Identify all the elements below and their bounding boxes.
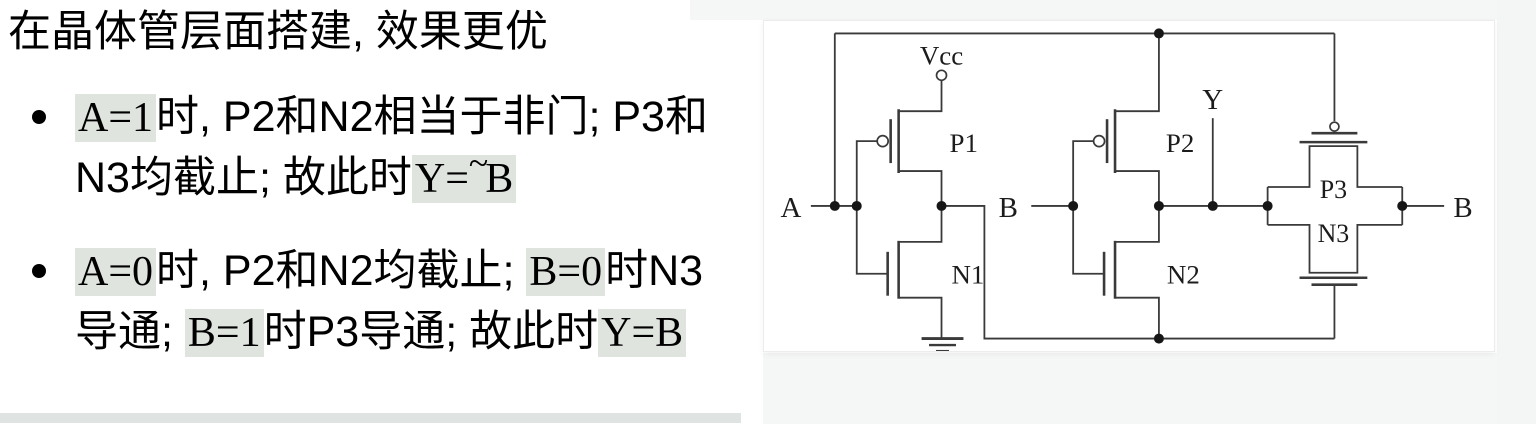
p1-gate-bubble bbox=[876, 134, 890, 148]
wire-n1-drain bbox=[898, 205, 943, 243]
bullet-item-2: A=0时, P2和N2均截止; B=0时N3导通; B=1时P3导通; 故此时Y… bbox=[32, 241, 717, 363]
wire-p2-gate-lead bbox=[1072, 140, 1094, 206]
text-run: 时, P2和N2均截止; bbox=[156, 247, 527, 296]
circuit-diagram: Vcc A B Y B P1 N1 P2 N2 P3 N3 bbox=[780, 28, 1473, 351]
wire-p1-drain bbox=[898, 170, 943, 206]
wire-inverter1-output-bottom-rail bbox=[941, 205, 1335, 340]
label-n1: N1 bbox=[951, 260, 984, 290]
label-n3: N3 bbox=[1318, 219, 1350, 248]
code-base: Y= bbox=[414, 155, 469, 202]
label-n2: N2 bbox=[1167, 260, 1200, 290]
inline-code: B=1 bbox=[184, 309, 264, 358]
bottom-divider-bar bbox=[0, 413, 741, 423]
p2-gate-bubble bbox=[1092, 134, 1106, 148]
inline-code: A=1 bbox=[75, 93, 157, 142]
text-run: 时N3导通; bbox=[75, 247, 704, 357]
inline-code: B=0 bbox=[526, 248, 606, 297]
junction-dots bbox=[829, 28, 1408, 344]
background-matte-bottom bbox=[763, 353, 1497, 424]
vcc-open-terminal bbox=[935, 69, 948, 82]
wire-p1-gate-lead bbox=[855, 140, 877, 206]
transistor-bars bbox=[886, 109, 1368, 299]
label-input-a: A bbox=[780, 192, 801, 224]
code-var: B bbox=[485, 155, 514, 202]
circuit-panel: Vcc A B Y B P1 N1 P2 N2 P3 N3 bbox=[763, 20, 1495, 352]
label-right-b: B bbox=[1453, 192, 1472, 224]
wire-tg-upper-outline bbox=[1267, 145, 1403, 188]
wire-n2-gate-lead bbox=[1072, 205, 1105, 275]
p3-gate-bubble bbox=[1329, 121, 1340, 132]
wire-n1-gate-lead bbox=[855, 205, 888, 275]
ground-symbol bbox=[921, 337, 964, 351]
text-run: 时P3导通; 故此时 bbox=[263, 308, 599, 357]
bullet-item-1: A=1时, P2和N2相当于非门; P3和N3均截止; 故此时Y=~B bbox=[32, 87, 717, 209]
text-run: 时, P2和N2相当于非门; P3和N3均截止; 故此时 bbox=[75, 92, 708, 202]
background-matte-right bbox=[1497, 0, 1536, 424]
background-matte-top bbox=[690, 0, 1536, 20]
page-title: 在晶体管层面搭建, 效果更优 bbox=[8, 8, 548, 56]
label-p1: P1 bbox=[949, 128, 977, 158]
wire-n2-source bbox=[1115, 296, 1160, 339]
inline-code: Y=B bbox=[598, 309, 687, 358]
slide-text-block: 在晶体管层面搭建, 效果更优 A=1时, P2和N2相当于非门; P3和N3均截… bbox=[0, 0, 740, 396]
wire-tg-lower-outline bbox=[1267, 223, 1403, 274]
inline-code: A=0 bbox=[75, 248, 157, 297]
wire-p1-source bbox=[898, 80, 943, 113]
circuit-wires bbox=[810, 32, 1445, 340]
bullet-list: A=1时, P2和N2相当于非门; P3和N3均截止; 故此时Y=~B A=0时… bbox=[0, 87, 717, 363]
label-vcc: Vcc bbox=[920, 40, 963, 70]
label-input-b: B bbox=[999, 192, 1018, 224]
wire-n1-source-ground bbox=[898, 296, 943, 339]
terminals-and-bubbles bbox=[876, 69, 1340, 148]
inline-code: Y=~B bbox=[411, 146, 517, 203]
wire-p2-source bbox=[1115, 33, 1160, 113]
label-output-y: Y bbox=[1202, 84, 1223, 116]
label-p3: P3 bbox=[1320, 175, 1347, 204]
label-p2: P2 bbox=[1166, 128, 1194, 158]
wire-p2-drain bbox=[1115, 170, 1160, 206]
wire-n2-drain bbox=[1115, 205, 1160, 243]
